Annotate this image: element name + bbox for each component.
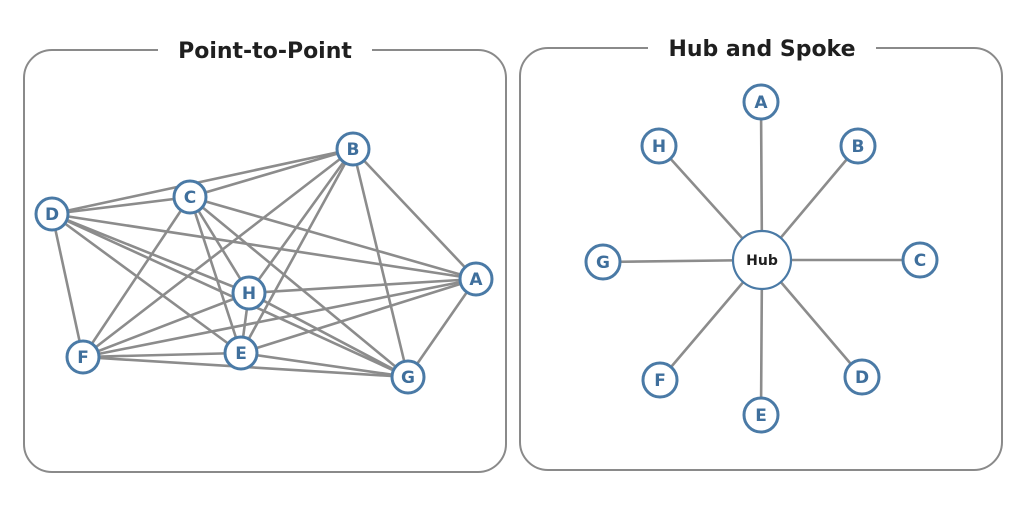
mesh-nodes: A B C D E F G H: [34, 131, 494, 395]
mesh-node-circle: [231, 275, 267, 311]
spoke-node-circle: [584, 243, 622, 281]
spoke-node-label: G: [596, 253, 610, 273]
point-to-point-title-background: [158, 36, 372, 64]
spoke-node-f: F: [641, 361, 679, 399]
mesh-edge-e-g: [239, 351, 410, 379]
mesh-node-circle: [172, 179, 208, 215]
mesh-node-h: H: [231, 275, 267, 311]
spoke-nodes: A B C D E F G H: [584, 83, 939, 434]
spoke-node-circle: [640, 127, 678, 165]
mesh-edge-d-f: [50, 212, 85, 359]
mesh-node-c: C: [172, 179, 208, 215]
mesh-edge-a-c: [188, 195, 478, 281]
mesh-edge-b-h: [247, 147, 355, 295]
mesh-edge-b-c: [188, 147, 355, 199]
mesh-node-a: A: [458, 261, 494, 297]
mesh-node-circle: [390, 359, 426, 395]
hub-and-spoke-title-background: [648, 34, 876, 62]
spoke-node-circle: [839, 127, 877, 165]
hub-label: Hub: [746, 253, 778, 269]
mesh-node-d: D: [34, 196, 70, 232]
mesh-edge-d-e: [50, 212, 243, 355]
mesh-node-circle: [458, 261, 494, 297]
mesh-edge-c-h: [188, 195, 251, 295]
mesh-edge-c-g: [188, 195, 410, 379]
spoke-node-label: D: [855, 368, 869, 388]
spoke-node-e: E: [742, 396, 780, 434]
spoke-node-label: A: [754, 93, 768, 113]
mesh-node-b: B: [335, 131, 371, 167]
mesh-edge-c-e: [188, 195, 243, 355]
mesh-edge-c-d: [50, 195, 192, 216]
mesh-node-circle: [65, 339, 101, 375]
mesh-node-label: C: [184, 188, 196, 208]
mesh-node-f: F: [65, 339, 101, 375]
mesh-edge-d-h: [50, 212, 251, 295]
spoke-node-circle: [901, 241, 939, 279]
hub-node: Hub: [731, 229, 793, 291]
spoke-node-label: E: [755, 406, 767, 426]
spoke-node-circle: [843, 358, 881, 396]
spoke-node-c: C: [901, 241, 939, 279]
mesh-node-g: G: [390, 359, 426, 395]
mesh-edges: [50, 147, 478, 379]
mesh-node-label: B: [347, 140, 360, 160]
mesh-node-label: E: [235, 344, 247, 364]
spoke-node-d: D: [843, 358, 881, 396]
mesh-edge-a-g: [406, 277, 478, 379]
spoke-node-b: B: [839, 127, 877, 165]
mesh-edge-a-e: [239, 277, 478, 355]
mesh-edge-a-d: [50, 212, 478, 281]
mesh-edge-e-f: [81, 351, 243, 359]
spoke-node-label: F: [654, 371, 666, 391]
spoke-node-g: G: [584, 243, 622, 281]
mesh-edge-b-e: [239, 147, 355, 355]
mesh-edge-b-f: [81, 147, 355, 359]
spoke-node-circle: [742, 396, 780, 434]
point-to-point-title: Point-to-Point: [178, 39, 352, 64]
mesh-node-label: F: [77, 348, 89, 368]
spoke-node-circle: [742, 83, 780, 121]
spoke-node-label: B: [852, 137, 865, 157]
spoke-node-label: H: [652, 137, 666, 157]
hub-and-spoke-panel: Hub and Spoke A B C D E F G H Hub: [519, 34, 1003, 471]
mesh-edge-b-d: [50, 147, 355, 216]
mesh-node-circle: [335, 131, 371, 167]
mesh-edge-a-h: [247, 277, 478, 295]
mesh-edge-b-g: [351, 147, 410, 379]
mesh-edge-d-g: [50, 212, 410, 379]
hub-circle: [731, 229, 793, 291]
mesh-node-e: E: [223, 335, 259, 371]
point-to-point-panel: Point-to-Point A B C D E F G H: [23, 36, 507, 473]
mesh-edge-g-h: [247, 291, 410, 379]
mesh-node-label: D: [45, 205, 59, 225]
mesh-edge-f-h: [81, 291, 251, 359]
mesh-edge-a-b: [351, 147, 478, 281]
mesh-node-label: G: [401, 368, 415, 388]
spoke-node-circle: [641, 361, 679, 399]
spoke-node-a: A: [742, 83, 780, 121]
mesh-node-label: H: [242, 284, 256, 304]
spoke-node-label: C: [914, 251, 926, 271]
mesh-node-circle: [223, 335, 259, 371]
point-to-point-panel-border: [23, 49, 507, 473]
spoke-node-h: H: [640, 127, 678, 165]
mesh-node-label: A: [469, 270, 483, 290]
mesh-node-circle: [34, 196, 70, 232]
hub-and-spoke-title: Hub and Spoke: [668, 37, 855, 62]
